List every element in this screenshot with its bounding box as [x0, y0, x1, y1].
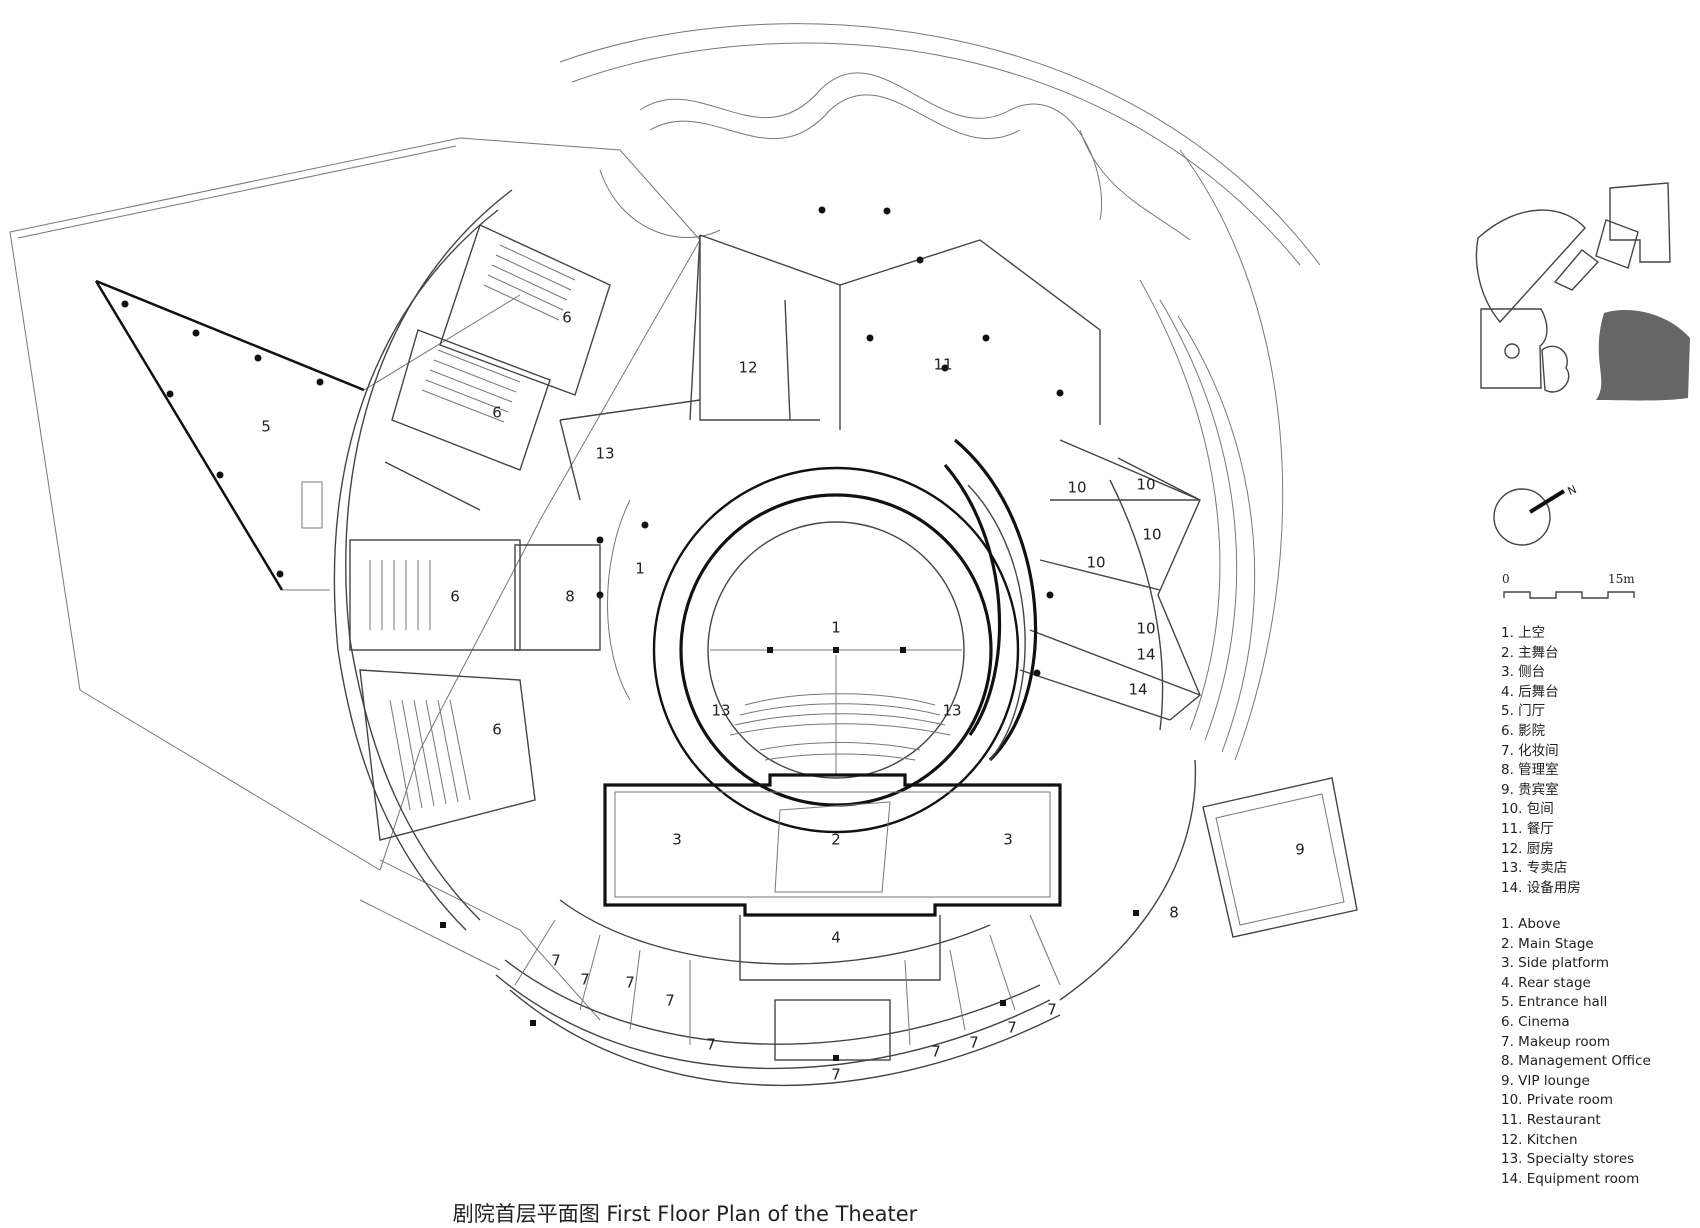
room-label-makeup-room: 7 — [969, 1034, 979, 1052]
room-label-makeup-room: 7 — [931, 1043, 941, 1061]
legend-cn-item: 14. 设备用房 — [1501, 879, 1581, 896]
legend-en-item: 4. Rear stage — [1501, 974, 1591, 991]
room-label-makeup-room: 7 — [1047, 1001, 1057, 1019]
room-label-main-stage: 2 — [831, 831, 841, 849]
legend-en-item: 6. Cinema — [1501, 1013, 1570, 1030]
room-label-private-room: 10 — [1136, 620, 1155, 638]
structural-columns — [121, 206, 1139, 1061]
scale-bar-start-label: 0 — [1502, 572, 1510, 586]
room-label-management-office: 8 — [1169, 904, 1179, 922]
room-label-restaurant: 11 — [933, 356, 952, 374]
legend-cn-item: 5. 门厅 — [1501, 703, 1546, 720]
room-label-makeup-room: 7 — [625, 974, 635, 992]
auditorium — [607, 438, 1038, 834]
legend-cn-item: 1. 上空 — [1501, 625, 1546, 641]
room-label-makeup-room: 7 — [665, 992, 675, 1010]
north-arrow-icon — [1493, 488, 1566, 546]
room-label-side-platform: 3 — [1003, 831, 1013, 849]
legend-en-item: 14. Equipment room — [1501, 1170, 1640, 1187]
legend-en-item: 1. Above — [1501, 916, 1561, 932]
room-label-entrance-hall: 5 — [261, 418, 271, 436]
room-label-private-room: 10 — [1136, 476, 1155, 494]
north-rooms — [514, 235, 1201, 721]
legend-en-item: 5. Entrance hall — [1501, 994, 1608, 1011]
room-label-rear-stage: 4 — [831, 929, 841, 947]
makeup-rooms — [504, 899, 1061, 1061]
scale-bar — [1503, 591, 1635, 599]
key-plan-thumbnail — [1475, 182, 1690, 401]
stage-block — [603, 773, 1062, 981]
legend-en-item: 12. Kitchen — [1501, 1131, 1578, 1148]
room-label-equipment-room: 14 — [1128, 681, 1147, 699]
legend-cn-item: 2. 主舞台 — [1501, 644, 1559, 661]
room-label-makeup-room: 7 — [551, 952, 561, 970]
legend-cn-item: 13. 专卖店 — [1501, 860, 1568, 877]
legend-cn-item: 6. 影院 — [1501, 722, 1546, 739]
room-label-makeup-room: 7 — [580, 971, 590, 989]
legend-en-item: 10. Private room — [1501, 1092, 1614, 1109]
legend-cn-item: 3. 侧台 — [1501, 664, 1546, 681]
room-labels: 1 1 2 3 3 4 5 6 6 6 6 7 7 7 7 7 7 7 7 7 … — [261, 309, 1305, 1084]
room-label-private-room: 10 — [1086, 554, 1105, 572]
room-label-above: 1 — [831, 619, 841, 637]
entrance-hall-outline — [94, 279, 521, 591]
legend-en-item: 2. Main Stage — [1501, 935, 1594, 952]
room-label-cinema: 6 — [492, 721, 502, 739]
room-label-makeup-room: 7 — [706, 1036, 716, 1054]
room-label-above: 1 — [635, 560, 645, 578]
legend-chinese: 1. 上空 2. 主舞台 3. 侧台 4. 后舞台 5. 门厅 6. 影院 7. 化妆间 8.… — [1501, 624, 1581, 898]
room-label-makeup-room: 7 — [1007, 1019, 1017, 1037]
legend-en-item: 9. VIP lounge — [1501, 1072, 1590, 1089]
legend-en-item: 8. Management Office — [1501, 1053, 1651, 1070]
legend-cn-item: 12. 厨房 — [1501, 840, 1554, 857]
room-label-private-room: 10 — [1067, 479, 1086, 497]
legend-en-item: 11. Restaurant — [1501, 1111, 1601, 1128]
legend-en-item: 7. Makeup room — [1501, 1033, 1611, 1050]
room-label-kitchen: 12 — [738, 359, 757, 377]
site-outline — [9, 23, 1358, 1021]
room-label-cinema: 6 — [562, 309, 572, 327]
cinema-rooms — [349, 224, 611, 841]
room-label-vip-lounge: 9 — [1295, 841, 1305, 859]
legend-cn-item: 10. 包间 — [1501, 801, 1554, 818]
room-label-side-platform: 3 — [672, 831, 682, 849]
legend-cn-item: 8. 管理室 — [1501, 762, 1559, 779]
room-label-specialty-stores: 13 — [711, 702, 730, 720]
legend-cn-item: 11. 餐厅 — [1501, 820, 1554, 837]
scale-bar-end-label: 15m — [1608, 572, 1635, 586]
legend-cn-item: 4. 后舞台 — [1501, 683, 1559, 700]
room-label-private-room: 10 — [1142, 526, 1161, 544]
drawing-title: 剧院首层平面图 First Floor Plan of the Theater — [452, 1202, 918, 1226]
legend-english: 1. Above 2. Main Stage 3. Side platform 4. … — [1501, 915, 1651, 1189]
room-label-management-office: 8 — [565, 588, 575, 606]
legend-cn-item: 7. 化妆间 — [1501, 742, 1559, 759]
room-label-specialty-stores: 13 — [942, 702, 961, 720]
room-label-cinema: 6 — [450, 588, 460, 606]
legend-cn-item: 9. 贵宾室 — [1501, 781, 1559, 798]
room-label-cinema: 6 — [492, 404, 502, 422]
building-outline — [333, 189, 1201, 1087]
legend-en-item: 3. Side platform — [1501, 955, 1610, 972]
room-label-makeup-room: 7 — [831, 1066, 841, 1084]
legend-en-item: 13. Specialty stores — [1501, 1151, 1635, 1168]
room-label-equipment-room: 14 — [1136, 646, 1155, 664]
room-label-specialty-stores: 13 — [595, 445, 614, 463]
